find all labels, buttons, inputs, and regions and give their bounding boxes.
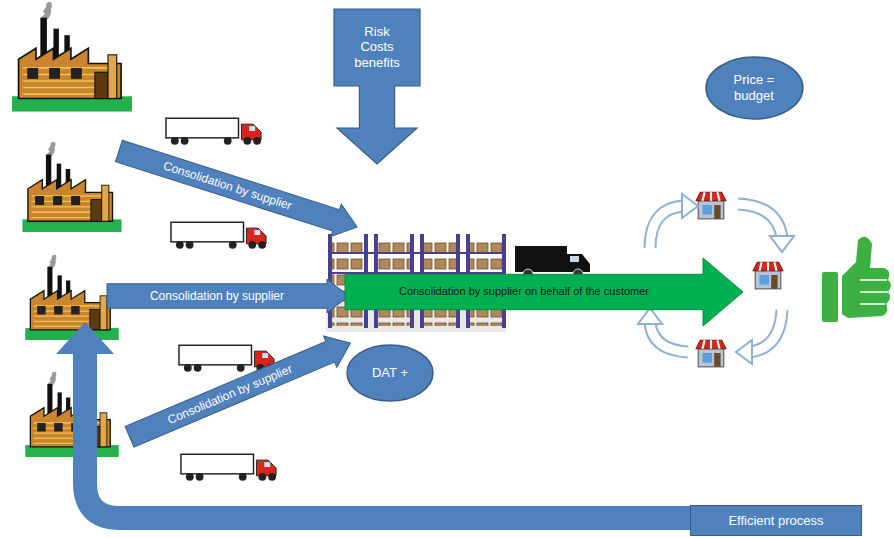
node-label: Price = budget	[722, 72, 786, 103]
price-ellipse: Price = budget	[705, 56, 804, 120]
node-label: Consolidation by supplier	[150, 289, 284, 303]
arrow-band	[107, 279, 349, 313]
consolidation-arrow: Consolidation by supplier	[107, 279, 349, 313]
ellipse-outline	[347, 345, 433, 401]
customer-consolidation-arrow: Consolidation by supplier on behalf of t…	[345, 258, 743, 326]
node-label: Consolidation by supplier	[165, 361, 294, 427]
node-text-area: Risk Costs benefits	[333, 8, 421, 86]
box-outline	[691, 506, 862, 536]
callout-down-arrow	[334, 9, 420, 164]
efficient-process-box: Efficient process	[690, 505, 862, 536]
node-text-area: Consolidation by supplier	[118, 136, 338, 235]
node-text-area: Consolidation by supplier on behalf of t…	[349, 258, 699, 326]
ellipse-outline	[706, 57, 803, 119]
node-label: Efficient process	[728, 513, 823, 529]
risk-arrow-box: Risk Costs benefits	[333, 8, 421, 164]
node-label: Consolidation by supplier on behalf of t…	[399, 285, 649, 298]
node-text-area: DAT +	[346, 344, 434, 402]
dat-ellipse: DAT +	[346, 344, 434, 402]
node-text-area: Consolidation by supplier	[111, 279, 323, 313]
arrow-band	[114, 135, 363, 243]
node-text-area: Price = budget	[705, 56, 804, 120]
node-label: DAT +	[372, 365, 408, 381]
arrow-band	[123, 327, 357, 452]
node-text-area: Efficient process	[690, 505, 862, 536]
node-label: Consolidation by supplier	[161, 158, 293, 212]
node-label: Risk Costs benefits	[347, 24, 407, 71]
arrow-band	[345, 258, 743, 326]
